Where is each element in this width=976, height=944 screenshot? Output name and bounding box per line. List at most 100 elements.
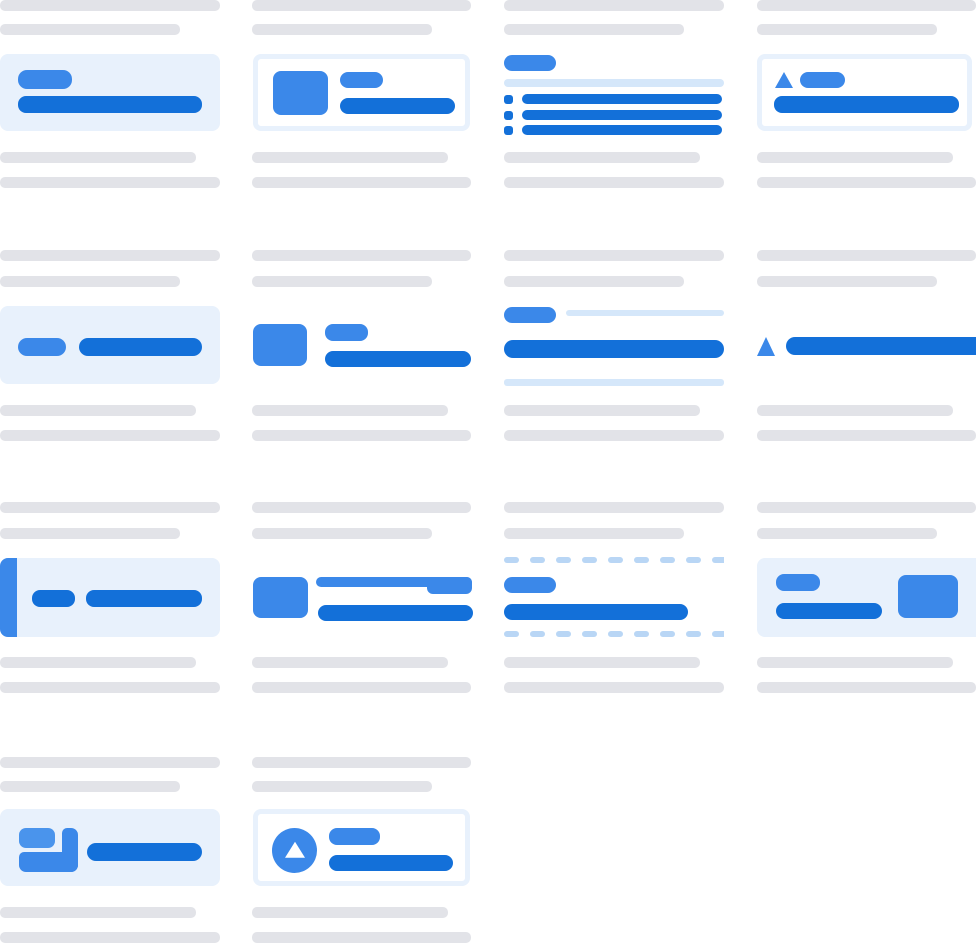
text-line-placeholder (0, 682, 220, 693)
headline-bar-placeholder (18, 96, 202, 113)
title-bar-placeholder (329, 855, 453, 871)
dash-segment (686, 557, 701, 563)
warning-triangle-icon (775, 72, 793, 88)
text-line-placeholder (0, 781, 180, 792)
title-bar-placeholder (79, 338, 202, 356)
text-line-placeholder (0, 528, 180, 539)
text-line-placeholder (0, 502, 220, 513)
text-line-placeholder (252, 177, 471, 188)
text-line-placeholder (0, 276, 180, 287)
dash-segment (634, 557, 649, 563)
thumbnail-placeholder (253, 577, 308, 618)
dash-segment (608, 631, 623, 637)
dash-segment (660, 631, 675, 637)
text-line-placeholder (0, 250, 220, 261)
text-line-placeholder (0, 932, 220, 943)
tag-pill-placeholder[interactable] (504, 577, 556, 593)
dash-segment (608, 557, 623, 563)
text-line-placeholder (504, 177, 724, 188)
text-line-placeholder (252, 932, 471, 943)
text-line-placeholder (0, 24, 180, 35)
dash-segment (634, 631, 649, 637)
dash-segment (504, 631, 519, 637)
copy-icon-back-horizontal (19, 852, 78, 872)
text-line-placeholder (504, 0, 724, 11)
list-line-placeholder (522, 94, 722, 104)
title-bar-placeholder (87, 843, 202, 861)
badge-pill-placeholder[interactable] (18, 70, 72, 89)
text-line-placeholder (757, 528, 937, 539)
text-line-placeholder (757, 0, 976, 11)
text-line-placeholder (252, 152, 448, 163)
text-line-placeholder (252, 781, 432, 792)
label-pill-placeholder (329, 828, 380, 845)
title-bar-placeholder (776, 603, 882, 619)
video-card-outlined-container[interactable] (253, 809, 470, 886)
alert-card-outlined-container[interactable] (757, 54, 972, 131)
play-button[interactable] (272, 828, 317, 873)
heading-bar-placeholder (504, 604, 688, 620)
title-bar-placeholder (340, 98, 455, 114)
text-line-placeholder (504, 528, 684, 539)
text-line-placeholder (0, 0, 220, 11)
highlight-cap-placeholder (427, 577, 472, 594)
tag-pill-placeholder[interactable] (504, 55, 556, 71)
label-pill-placeholder (340, 72, 383, 88)
message-bar-placeholder (774, 96, 959, 113)
text-line-placeholder (757, 405, 953, 416)
text-line-placeholder (0, 152, 196, 163)
title-bar-placeholder (325, 351, 471, 367)
dash-segment (686, 631, 701, 637)
heading-bar-placeholder (504, 340, 724, 358)
text-line-placeholder (0, 757, 220, 768)
text-line-placeholder (757, 152, 953, 163)
divider-line-placeholder (504, 79, 724, 87)
label-pill-placeholder (325, 324, 368, 341)
text-line-placeholder (252, 0, 471, 11)
dash-segment (660, 557, 675, 563)
dash-segment (530, 557, 545, 563)
button-pill-placeholder[interactable] (32, 590, 75, 607)
alert-bar-placeholder (786, 337, 976, 355)
text-line-placeholder (252, 430, 471, 441)
accent-stripe (0, 558, 17, 637)
text-line-placeholder (757, 177, 976, 188)
copy-icon-front (19, 828, 55, 848)
text-line-placeholder (252, 657, 448, 668)
dashed-border-top (504, 557, 724, 563)
text-line-placeholder (504, 405, 700, 416)
text-line-placeholder (504, 682, 724, 693)
warning-triangle-icon (757, 337, 775, 356)
promo-card-filled-container[interactable] (0, 54, 220, 131)
title-bar-placeholder (318, 605, 473, 621)
dash-segment (504, 557, 519, 563)
media-card-outlined-container[interactable] (253, 54, 470, 131)
text-line-placeholder (757, 682, 976, 693)
play-triangle-icon (284, 841, 305, 858)
text-line-placeholder (252, 405, 448, 416)
text-line-placeholder (0, 405, 196, 416)
text-line-placeholder (504, 502, 724, 513)
dash-segment (712, 557, 724, 563)
text-line-placeholder (0, 907, 196, 918)
text-line-placeholder (757, 24, 937, 35)
thumbnail-placeholder (273, 71, 328, 115)
dashed-border-bottom (504, 631, 724, 637)
bullet-icon (504, 95, 513, 104)
label-pill-placeholder (776, 574, 820, 591)
text-line-placeholder (252, 502, 471, 513)
bullet-icon (504, 126, 513, 135)
text-line-placeholder (504, 152, 700, 163)
text-line-placeholder (757, 250, 976, 261)
text-line-placeholder (757, 276, 937, 287)
text-line-placeholder (252, 24, 432, 35)
text-line-placeholder (504, 276, 684, 287)
list-line-placeholder (522, 125, 722, 135)
text-line-placeholder (504, 250, 724, 261)
button-pill-placeholder[interactable] (18, 338, 66, 356)
text-line-placeholder (0, 177, 220, 188)
text-line-placeholder (252, 276, 432, 287)
dash-segment (530, 631, 545, 637)
tag-pill-placeholder[interactable] (504, 307, 556, 323)
